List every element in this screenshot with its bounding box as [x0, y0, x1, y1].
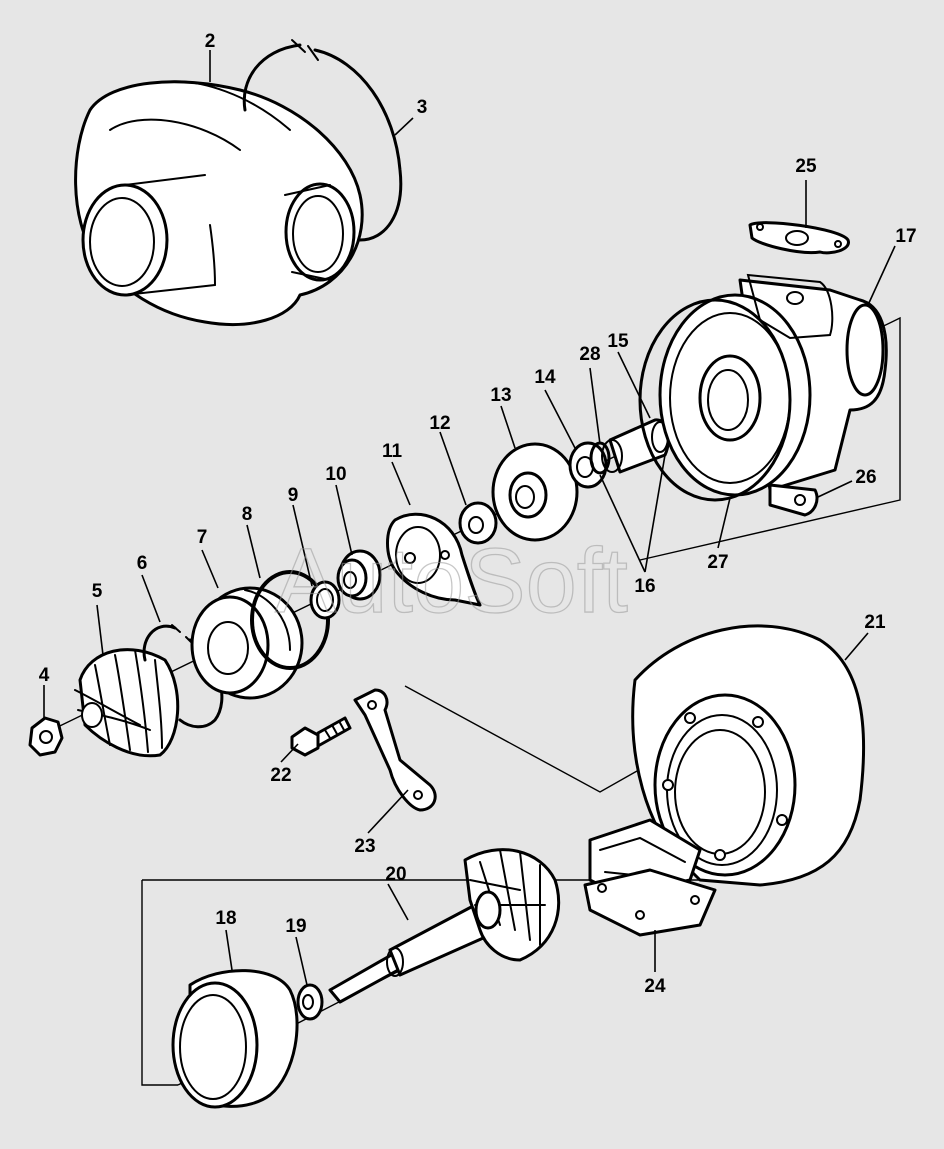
- callout-12: 12: [429, 413, 450, 434]
- callout-18: 18: [215, 908, 236, 929]
- ring-part-9: [309, 580, 341, 620]
- callout-14: 14: [534, 367, 556, 388]
- callout-5: 5: [92, 581, 103, 602]
- turbine-shaft-part-20: [328, 848, 561, 1004]
- compressor-wheel-part-5: [74, 648, 180, 758]
- lock-plate-part-23: [353, 688, 437, 812]
- retaining-ring-part-3: [242, 39, 403, 242]
- oil-deflector-part-13: [491, 442, 579, 542]
- callout-19: 19: [285, 916, 306, 937]
- gasket-part-26: [794, 494, 806, 506]
- callout-8: 8: [242, 504, 253, 525]
- callout-25: 25: [795, 156, 817, 177]
- o-ring-part-27: [638, 298, 792, 502]
- ring-part-14: [568, 441, 608, 489]
- turbine-housing-part-21: [588, 624, 866, 897]
- callout-7: 7: [197, 527, 208, 548]
- callout-15: 15: [607, 331, 629, 352]
- heat-shield-part-18: [171, 969, 299, 1109]
- callout-6: 6: [137, 553, 148, 574]
- callout-23: 23: [354, 836, 375, 857]
- gasket-part-25: [748, 221, 850, 255]
- callout-17: 17: [895, 226, 916, 247]
- callout-3: 3: [417, 97, 428, 118]
- callout-16: 16: [634, 576, 655, 597]
- callout-9: 9: [288, 485, 299, 506]
- nut-part-19: [296, 983, 324, 1021]
- callout-20: 20: [385, 864, 406, 885]
- callout-labels: 2 3 4 5 6 7 8 9 10 11 12 13 14 15 16 17 …: [39, 31, 917, 997]
- flange-gasket-part-24: [583, 868, 717, 937]
- callout-24: 24: [644, 976, 666, 997]
- callout-2: 2: [205, 31, 216, 52]
- callout-28: 28: [579, 344, 600, 365]
- watermark: AutoSoft: [275, 530, 628, 632]
- callout-21: 21: [864, 612, 886, 633]
- callout-27: 27: [707, 552, 728, 573]
- seal-plate-part-7: [190, 586, 304, 700]
- washer-part-12: [458, 501, 498, 545]
- callout-13: 13: [490, 385, 511, 406]
- leader-lines: [43, 50, 896, 986]
- callout-4: 4: [39, 665, 50, 686]
- bearing-housing-part-17: [658, 273, 888, 517]
- thrust-collar-part-10: [336, 549, 382, 601]
- thrust-bearing-part-11: [386, 512, 482, 607]
- callout-26: 26: [855, 467, 876, 488]
- nut-part-4: [28, 716, 64, 757]
- callout-10: 10: [325, 464, 346, 485]
- bolt-part-22: [290, 716, 352, 757]
- o-ring-part-8: [250, 570, 330, 670]
- compressor-cover-part-2: [74, 80, 364, 326]
- callout-22: 22: [270, 765, 291, 786]
- callout-11: 11: [382, 441, 403, 462]
